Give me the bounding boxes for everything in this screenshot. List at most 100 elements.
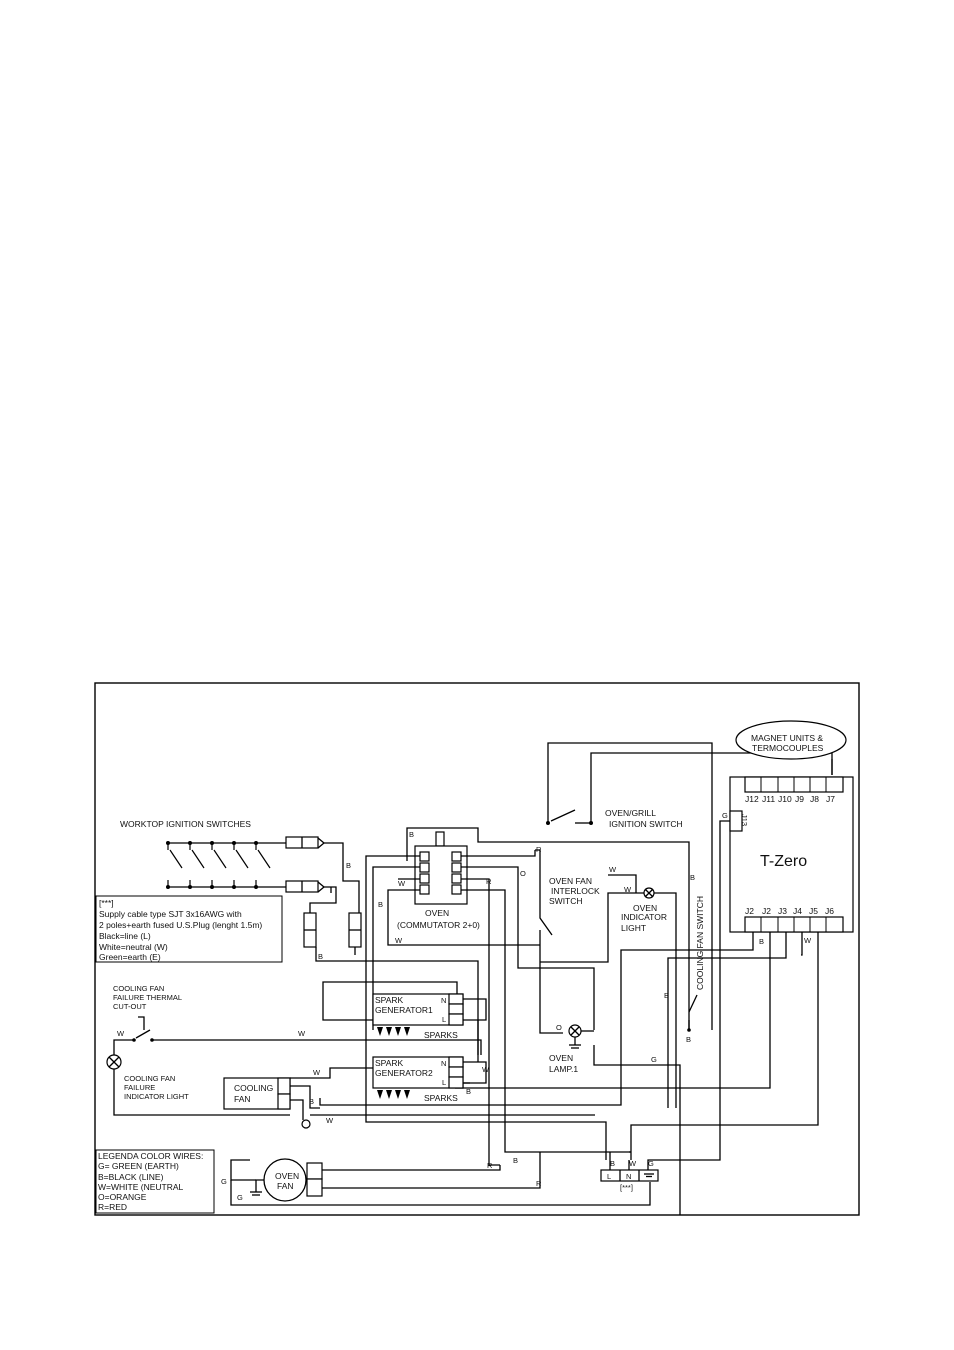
connector-label: J6	[825, 906, 834, 916]
oven-commutator: OVEN (COMMUTATOR 2+0)	[397, 831, 480, 930]
oven-fan: OVEN FAN	[250, 1158, 323, 1202]
oven-fan-label: OVEN	[275, 1171, 299, 1181]
legend-line: W=WHITE (NEUTRAL	[98, 1182, 184, 1192]
oven-lamp-label: LAMP.1	[549, 1064, 578, 1074]
spark-generator-1: SPARK GENERATOR1 N L SPARKS	[372, 993, 464, 1040]
diagram-frame	[94, 682, 860, 1216]
cooling-fan-thermal-cutout: COOLING FAN FAILURE THERMAL CUT-OUT	[113, 984, 182, 1042]
interlock-label: OVEN FAN	[549, 876, 592, 886]
wire-code-b: B	[610, 1159, 615, 1168]
wire-code-w: W	[298, 1029, 306, 1038]
legend-line: O=ORANGE	[98, 1192, 147, 1202]
interlock-label: SWITCH	[549, 896, 583, 906]
oven-lamp-label: OVEN	[549, 1053, 573, 1063]
wire-code-w: W	[624, 885, 632, 894]
wire-code-r: R	[536, 1179, 542, 1188]
wire-code-r: R	[487, 1161, 493, 1170]
wire-code-b: B	[378, 900, 383, 909]
wire-code-o: O	[556, 1023, 562, 1032]
cf-indicator-label: INDICATOR LIGHT	[124, 1092, 189, 1101]
sparks-label: SPARKS	[424, 1030, 458, 1040]
wire-code-w: W	[609, 865, 617, 874]
wire-code-b: B	[409, 830, 414, 839]
wire-code-b: B	[513, 1156, 518, 1165]
connector-label: J5	[809, 906, 818, 916]
wire-code-b: B	[686, 1035, 691, 1044]
magnet-units-termocouples: MAGNET UNITS & TERMOCOUPLES	[735, 720, 847, 760]
cooling-fan-switch: COOLING FAN SWITCH B B	[686, 873, 705, 1044]
oven-grill-label: OVEN/GRILL	[605, 808, 656, 818]
indicator-label: INDICATOR	[621, 912, 667, 922]
thermal-label: FAILURE THERMAL	[113, 993, 182, 1002]
wire-code-o: O	[520, 869, 526, 878]
cooling-fan-label: COOLING	[234, 1083, 273, 1093]
connector-label: J11	[762, 794, 775, 804]
cf-indicator-label: COOLING FAN	[124, 1074, 175, 1083]
wire-code-w: W	[629, 1159, 637, 1168]
t-zero-title: T-Zero	[760, 853, 807, 870]
oven-indicator-light: OVEN INDICATOR LIGHT	[621, 887, 667, 933]
color-legend: LEGENDA COLOR WIRES: G= GREEN (EARTH) B=…	[95, 1149, 215, 1214]
supply-note: [***] Supply cable type SJT 3x16AWG with…	[95, 895, 283, 963]
wire-code-w: W	[395, 936, 403, 945]
interlock-label: INTERLOCK	[551, 886, 600, 896]
terminal-letter: L	[442, 1078, 446, 1087]
wire-code-w: W	[326, 1116, 334, 1125]
terminal-ref: [***]	[620, 1183, 633, 1192]
terminal-letter: N	[441, 996, 446, 1005]
connector-label: J7	[826, 794, 835, 804]
wire-code-g: G	[221, 1177, 227, 1186]
commutator-label: OVEN	[425, 908, 449, 918]
wire-code-b: B	[466, 1087, 471, 1096]
thermal-label: COOLING FAN	[113, 984, 164, 993]
spark-label: SPARK	[375, 1058, 404, 1068]
wire-code-w: W	[313, 1068, 321, 1077]
oven-fan-label: FAN	[277, 1181, 294, 1191]
terminal-letter: N	[441, 1059, 446, 1068]
cooling-fan: COOLING FAN	[223, 1077, 291, 1110]
wire-code-w: W	[482, 1065, 490, 1074]
legend-line: LEGENDA COLOR WIRES:	[98, 1151, 203, 1161]
oven-fan-interlock-switch: OVEN FAN INTERLOCK SWITCH	[539, 876, 600, 945]
supply-note-line: [***]	[99, 898, 114, 908]
wire-code-g: G	[237, 1193, 243, 1202]
wire-code-w: W	[398, 879, 406, 888]
supply-note-line: Black=line (L)	[99, 931, 151, 941]
cooling-fan-switch-label: COOLING FAN SWITCH	[695, 896, 705, 990]
connector-label: J10	[778, 794, 792, 804]
supply-note-line: Supply cable type SJT 3x16AWG with	[99, 909, 242, 919]
wire-code-g: G	[722, 811, 728, 820]
wire-code-b: B	[318, 952, 323, 961]
wire-code-b: B	[346, 861, 351, 870]
supply-note-line: 2 poles+earth fused U.S.Plug (lenght 1.5…	[99, 920, 262, 930]
wire-code-b: B	[309, 1097, 314, 1106]
connector-label: J4	[793, 906, 802, 916]
indicator-label: LIGHT	[621, 923, 646, 933]
supply-note-line: Green=earth (E)	[99, 952, 161, 962]
wire-code-b: B	[759, 937, 764, 946]
wire-code-g: G	[648, 1159, 654, 1168]
terminal-letter: L	[442, 1015, 446, 1024]
connector-label: J13	[740, 814, 749, 826]
worktop-switches-label: WORKTOP IGNITION SWITCHES	[120, 819, 251, 829]
spark-label: SPARK	[375, 995, 404, 1005]
connector-label: J12	[745, 794, 759, 804]
legend-line: B=BLACK (LINE)	[98, 1172, 164, 1182]
t-zero-board: J12 J11 J10 J9 J8 J7 J13 T-Zero J2 J2 J3…	[729, 776, 854, 933]
wire-code-b: B	[664, 991, 669, 1000]
legend-line: R=RED	[98, 1202, 127, 1212]
cooling-fan-label: FAN	[234, 1094, 251, 1104]
legend-line: G= GREEN (EARTH)	[98, 1161, 179, 1171]
terminal-letter: L	[607, 1172, 611, 1181]
sparks-label: SPARKS	[424, 1093, 458, 1103]
spark-label: GENERATOR1	[375, 1005, 433, 1015]
cf-indicator-label: FAILURE	[124, 1083, 155, 1092]
magnet-label: TERMOCOUPLES	[752, 743, 824, 753]
connector-label: J9	[795, 794, 804, 804]
connector-label: J2	[745, 906, 754, 916]
wire-code-w: W	[804, 936, 812, 945]
connector-label: J2	[762, 906, 771, 916]
magnet-label: MAGNET UNITS &	[751, 733, 823, 743]
spark-generator-2: SPARK GENERATOR2 N L SPARKS	[372, 1056, 464, 1103]
